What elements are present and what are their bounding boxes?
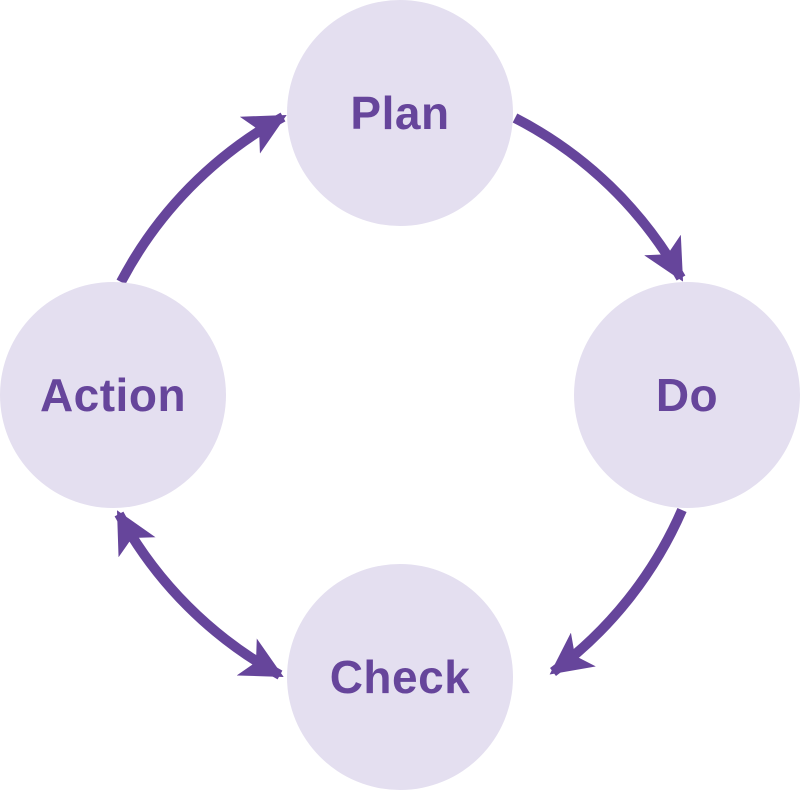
arrow-check-action-bidirectional <box>114 510 284 680</box>
arrow-plan-to-do <box>512 113 686 282</box>
node-check: Check <box>287 564 513 790</box>
node-check-label: Check <box>329 651 471 703</box>
arrow-action-to-plan <box>116 112 287 285</box>
node-action: Action <box>0 282 226 508</box>
node-action-label: Action <box>39 369 187 421</box>
arrow-do-to-check <box>549 508 687 677</box>
node-plan: Plan <box>287 0 513 226</box>
node-do-label: Do <box>655 369 719 421</box>
node-plan-label: Plan <box>350 87 450 139</box>
node-do: Do <box>574 282 800 508</box>
